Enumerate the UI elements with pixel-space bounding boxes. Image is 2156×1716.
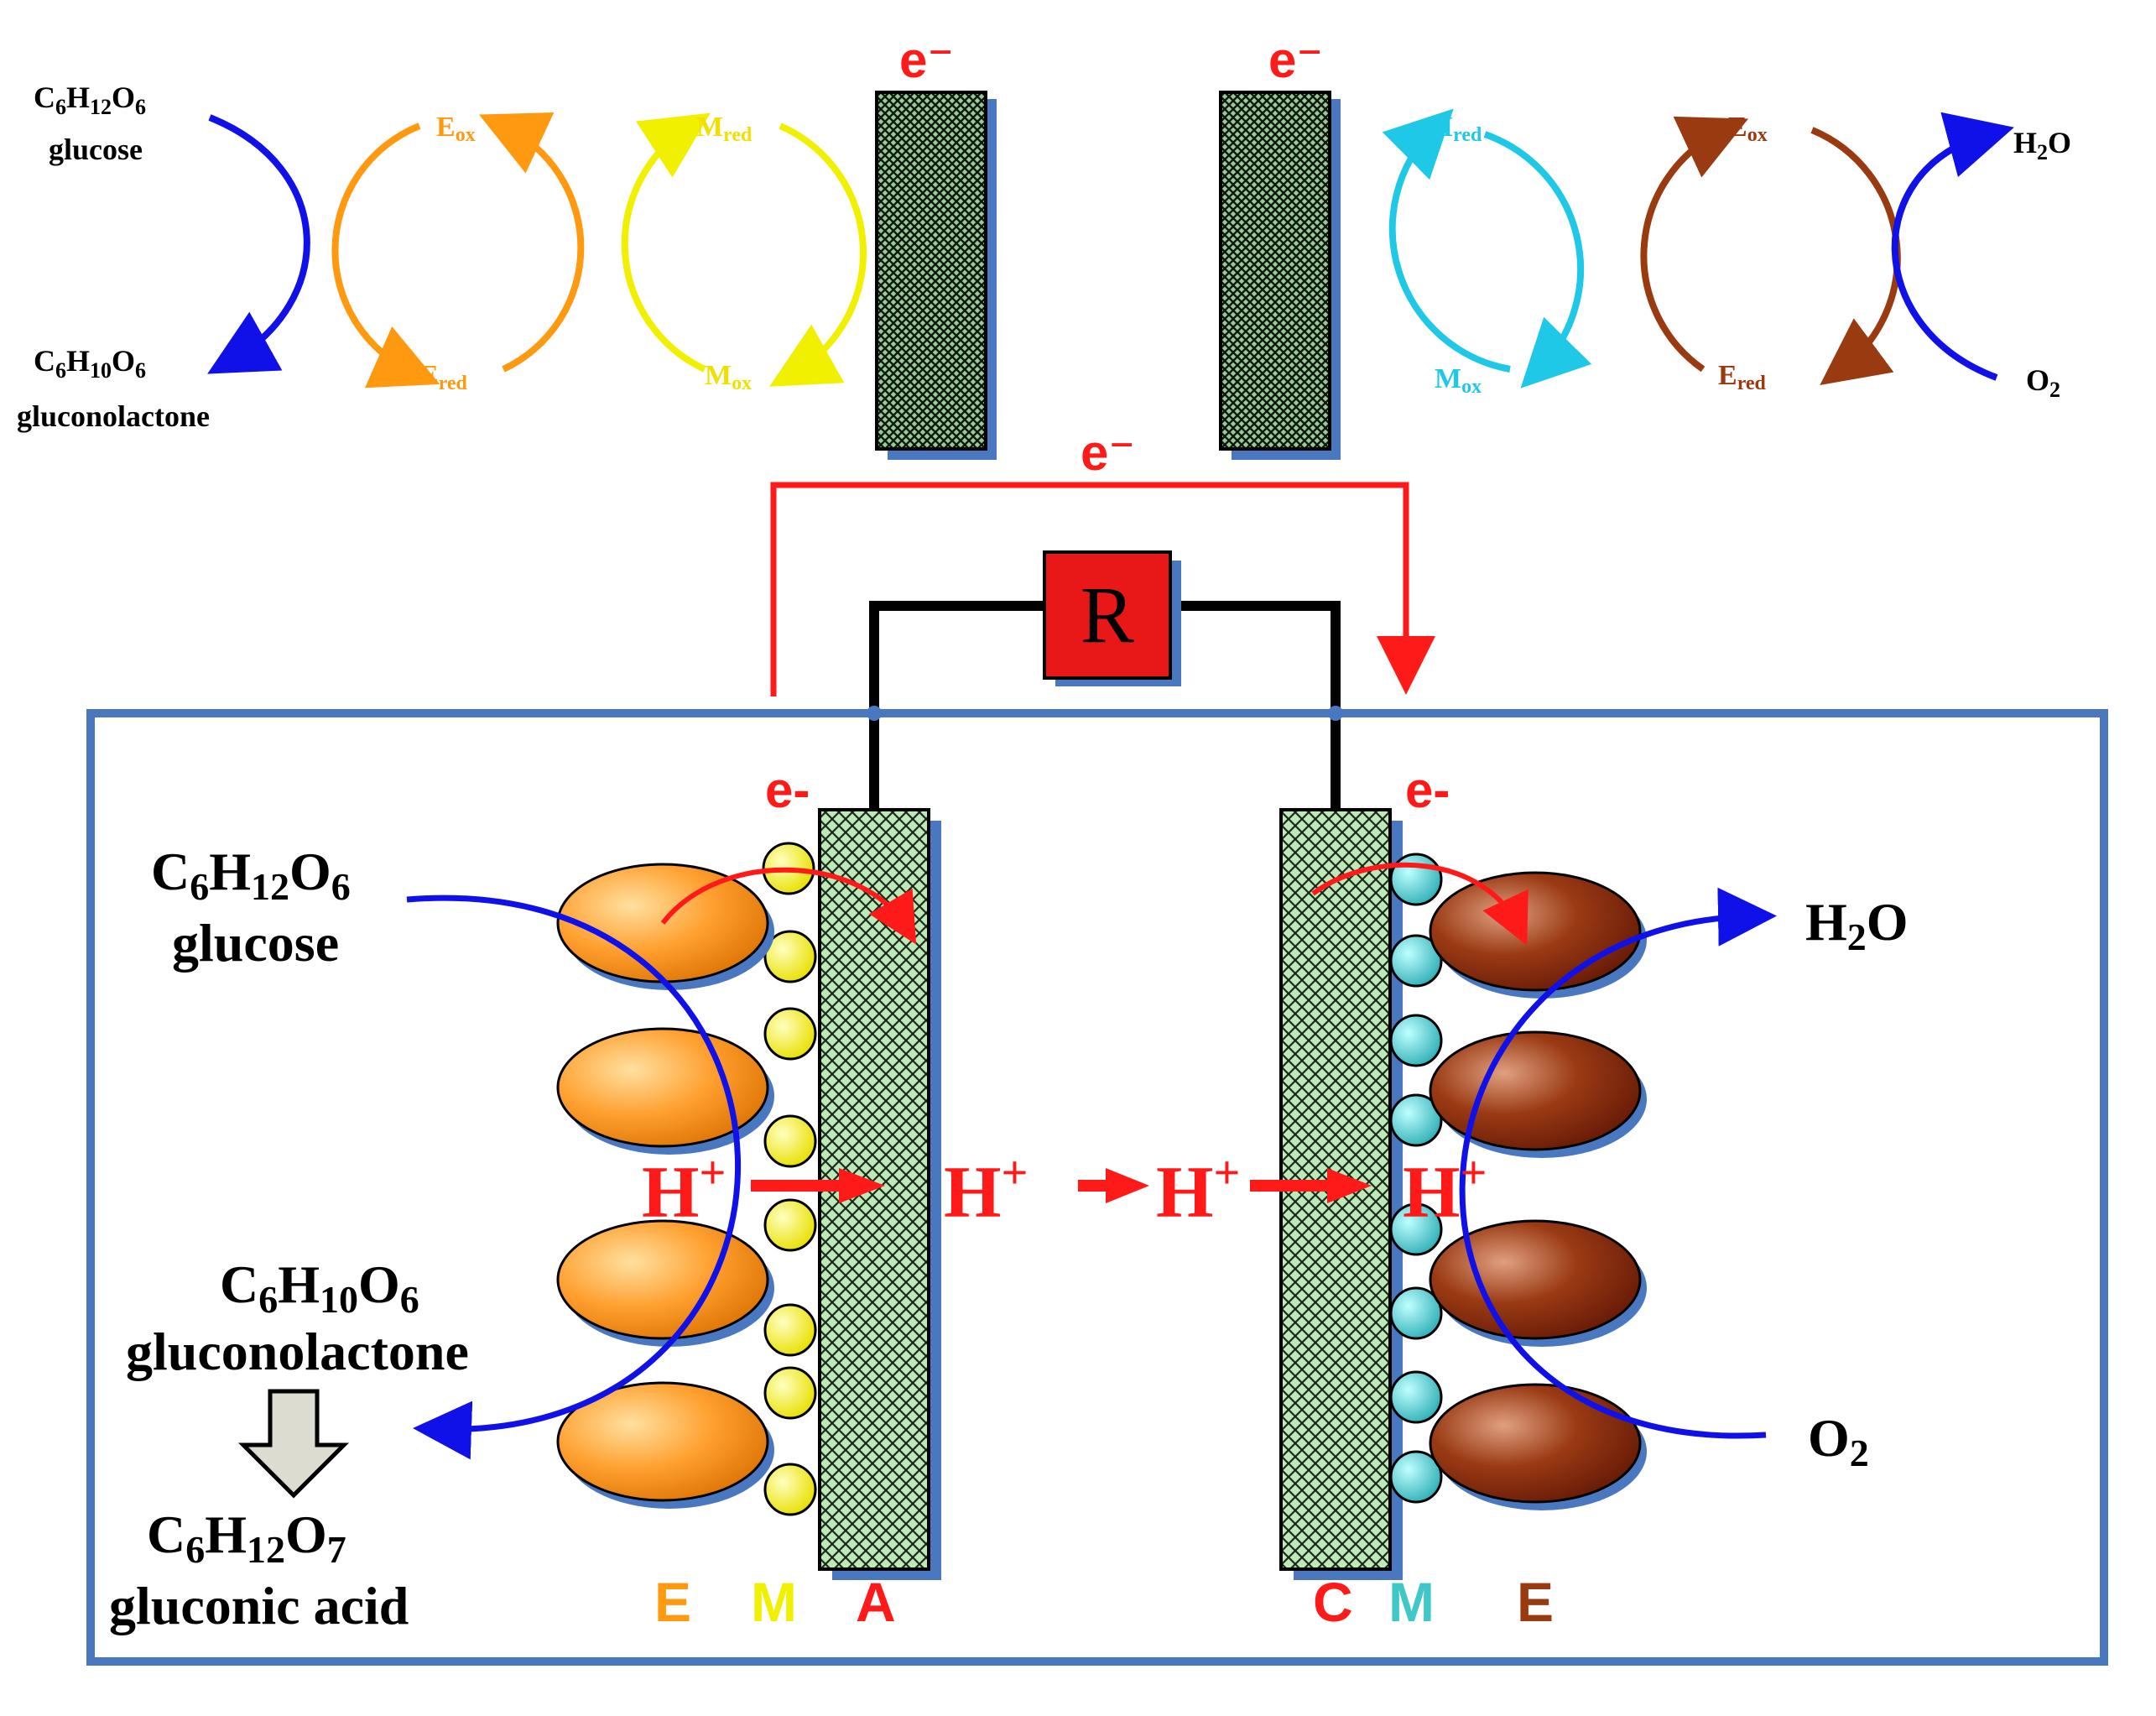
proton-label: H+ bbox=[1403, 1147, 1487, 1234]
proton-label: H+ bbox=[642, 1147, 726, 1234]
cathode-enzyme-letter: E bbox=[1517, 1571, 1554, 1633]
cathode-wire-junction bbox=[1328, 706, 1343, 721]
top-mediator-left-arc bbox=[621, 112, 711, 373]
top-lactone-name: gluconolactone bbox=[17, 399, 210, 433]
proton-arrow-head bbox=[839, 1168, 885, 1203]
acid-formula: C6H12O7 bbox=[147, 1505, 346, 1571]
top-glucose-formula: C6H12O6 bbox=[34, 81, 146, 119]
cathode-mediators bbox=[1389, 853, 1443, 1504]
proton-label: H+ bbox=[944, 1147, 1028, 1234]
acid-name: gluconic acid bbox=[109, 1576, 409, 1635]
top-anode-electron: e⁻ bbox=[899, 32, 954, 88]
cathode-enzyme bbox=[1429, 1219, 1642, 1340]
lactone-name: gluconolactone bbox=[126, 1322, 469, 1381]
top-mediator-right-arc bbox=[769, 123, 867, 387]
cathode-mediator bbox=[1389, 853, 1443, 906]
top-mox-label: Mox bbox=[705, 360, 752, 394]
lactone-formula: C6H10O6 bbox=[220, 1254, 419, 1321]
top-anode-substrate-arrow bbox=[207, 114, 310, 374]
glucose-name: glucose bbox=[172, 913, 339, 973]
top-cathode-mediator-right-arc bbox=[1483, 131, 1592, 389]
cathode-mediator bbox=[1389, 934, 1443, 988]
top-cathode-ered-label: Ered bbox=[1718, 360, 1767, 394]
proton-label: H+ bbox=[1156, 1147, 1240, 1234]
top-lactone-formula: C6H10O6 bbox=[34, 344, 146, 383]
top-cathode-electrode bbox=[1219, 91, 1331, 451]
cathode-electron-arrow bbox=[1311, 862, 1528, 946]
top-cathode-enzyme-left-arc bbox=[1640, 116, 1749, 373]
cathode-mediator bbox=[1389, 1450, 1443, 1504]
anode-enzymes bbox=[556, 863, 774, 1509]
cathode-mediator-letter: M bbox=[1388, 1571, 1435, 1633]
anode-electron-arrow bbox=[660, 867, 917, 945]
cathode-enzyme bbox=[1429, 1030, 1642, 1151]
top-o2-label: O2 bbox=[2026, 363, 2060, 402]
proton-arrow-head bbox=[1327, 1168, 1372, 1203]
top-scheme: C6H12O6 glucose C6H10O6 gluconolactone E… bbox=[17, 32, 2071, 696]
anode-wire-junction bbox=[867, 706, 882, 721]
top-enzyme-left-arc bbox=[331, 123, 440, 389]
top-enzyme-right-arc bbox=[479, 112, 585, 373]
resistor-label: R bbox=[1081, 570, 1134, 660]
anode-mediators bbox=[762, 842, 817, 1516]
anode-mediator bbox=[763, 930, 817, 983]
top-ered-label: Ered bbox=[419, 360, 468, 394]
anode-letter: A bbox=[856, 1571, 896, 1633]
top-glucose-name: glucose bbox=[49, 133, 143, 166]
top-cathode-mediator-left-arc bbox=[1382, 108, 1511, 373]
cathode-enzyme bbox=[1429, 1383, 1642, 1504]
cell-frame bbox=[86, 709, 2108, 1666]
circuit-electron-path bbox=[770, 482, 1435, 696]
anode-mediator bbox=[763, 1463, 817, 1516]
cathode-mediator bbox=[1389, 1093, 1443, 1147]
anode-mediator bbox=[763, 1198, 817, 1252]
cathode-wire bbox=[1170, 601, 1341, 810]
top-mred-label: Mred bbox=[696, 112, 753, 146]
cathode-electron: e- bbox=[1405, 762, 1450, 818]
cell: R bbox=[86, 550, 2108, 1666]
top-h2o-label: H2O bbox=[2013, 126, 2071, 164]
top-cathode-enzyme-right-arc bbox=[1810, 127, 1901, 386]
top-cathode-mox-label: Mox bbox=[1435, 363, 1482, 398]
anode-substrate-arrow bbox=[406, 895, 741, 1460]
anode-electron: e- bbox=[765, 762, 810, 818]
top-cathode-electron: e⁻ bbox=[1268, 32, 1323, 88]
top-cathode-reactant-arrow bbox=[1891, 112, 2014, 381]
cathode-mediator bbox=[1389, 1370, 1443, 1424]
anode-mediator bbox=[763, 1303, 817, 1357]
cathode-mediator bbox=[1389, 1014, 1443, 1067]
conversion-arrow-icon bbox=[237, 1389, 350, 1499]
anode-wire bbox=[869, 601, 1061, 810]
cathode-enzyme bbox=[1429, 871, 1642, 992]
cathode-mediator bbox=[1389, 1202, 1443, 1256]
top-eox-label: Eox bbox=[436, 112, 476, 146]
o2-label: O2 bbox=[1808, 1408, 1869, 1474]
anode-mediator bbox=[763, 1007, 817, 1061]
top-cathode-eox-label: Eox bbox=[1728, 112, 1768, 146]
proton-arrow-head bbox=[1106, 1168, 1149, 1203]
anode-mediator bbox=[763, 1366, 817, 1420]
anode-mediator-letter: M bbox=[751, 1571, 797, 1633]
anode-enzyme bbox=[556, 1219, 769, 1340]
glucose-formula: C6H12O6 bbox=[151, 842, 351, 908]
anode-enzyme bbox=[556, 1381, 769, 1502]
h2o-label: H2O bbox=[1805, 892, 1909, 958]
anode-mediator bbox=[763, 1114, 817, 1168]
cathode-mediator bbox=[1389, 1286, 1443, 1340]
cathode-letter: C bbox=[1313, 1571, 1353, 1633]
circuit-electron: e⁻ bbox=[1081, 425, 1135, 481]
cathode-reactant-arrow bbox=[1459, 887, 1777, 1439]
top-cathode-mred-label: Mred bbox=[1426, 112, 1482, 146]
top-anode-electrode bbox=[875, 91, 987, 451]
anode-enzyme-letter: E bbox=[654, 1571, 691, 1633]
resistor bbox=[1043, 550, 1172, 680]
